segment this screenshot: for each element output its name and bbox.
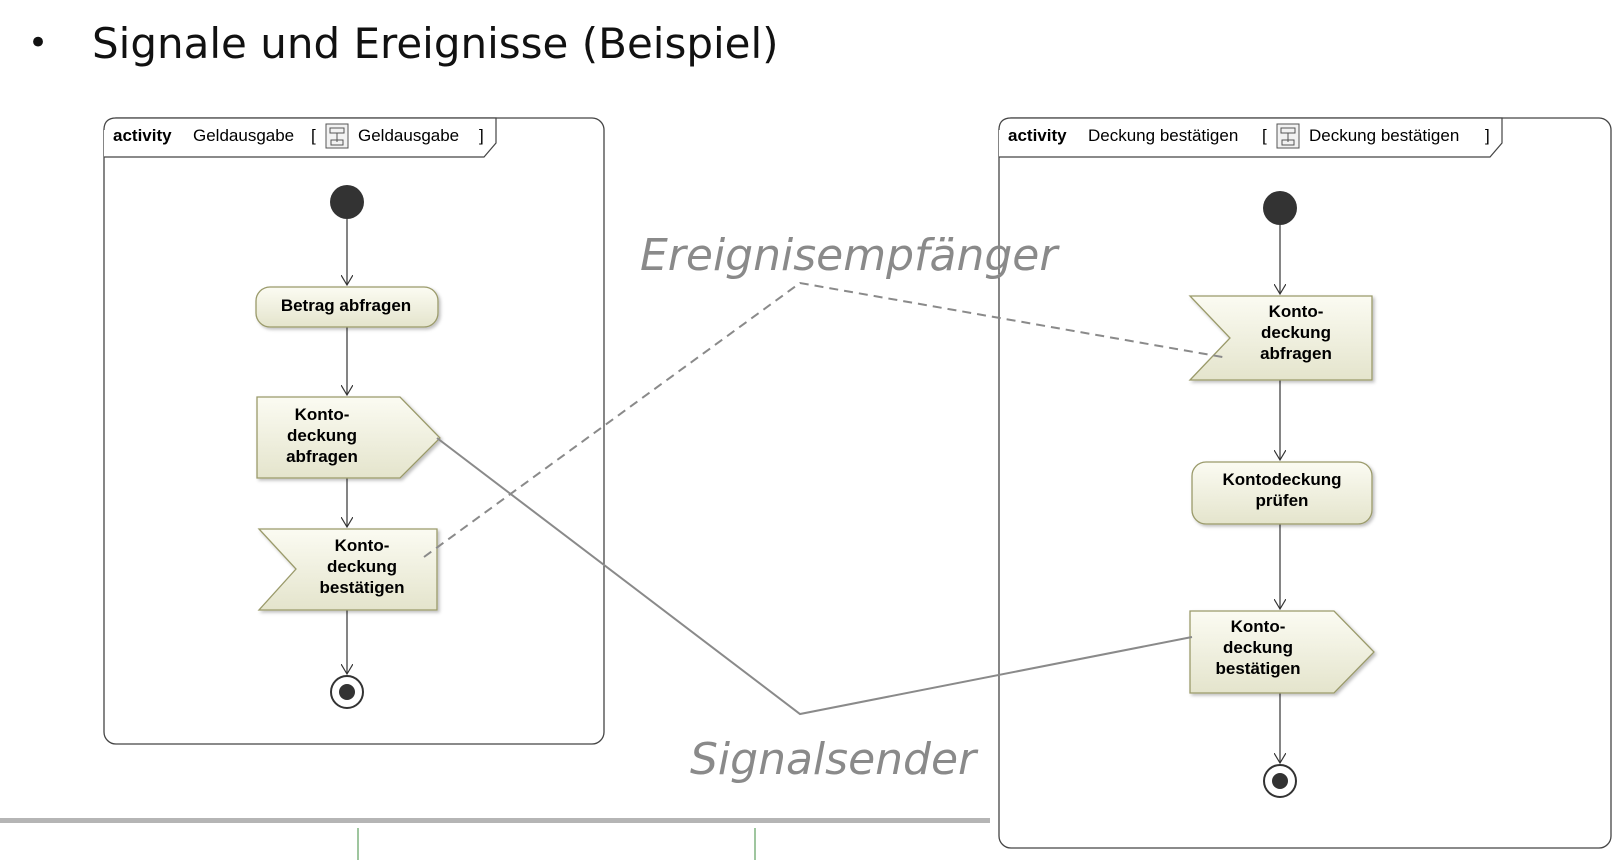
initial-node-icon: [1263, 191, 1297, 225]
event-label-line1: Konto-: [1269, 302, 1324, 321]
action-label: Betrag abfragen: [281, 296, 411, 315]
action-betrag-abfragen: Betrag abfragen: [255, 286, 439, 328]
sender-connector: [436, 437, 1193, 716]
bracket-open: [: [1262, 126, 1267, 145]
bracket-name: Deckung bestätigen: [1309, 126, 1459, 145]
activity-keyword: activity: [113, 126, 172, 145]
final-node-icon: [1263, 764, 1297, 798]
accept-event-kontodeckung-abfragen: Konto- deckung abfragen: [1188, 295, 1373, 381]
activity-diagram-icon: [325, 123, 349, 149]
receiver-connector-dashed: [423, 281, 1229, 558]
event-label-line2: deckung: [327, 557, 397, 576]
event-label-line3: abfragen: [1260, 344, 1332, 363]
send-signal-kontodeckung-bestaetigen: Konto- deckung bestätigen: [1189, 610, 1375, 694]
activity-keyword: activity: [1008, 126, 1067, 145]
signal-label-line3: abfragen: [286, 447, 358, 466]
initial-node-icon: [330, 185, 364, 219]
slide-footer: [0, 818, 990, 860]
bullet-icon: •: [28, 23, 49, 63]
signal-label-line1: Konto-: [295, 405, 350, 424]
bracket-name: Geldausgabe: [358, 126, 459, 145]
final-node-icon: [330, 675, 364, 709]
sender-annotation: Signalsender: [690, 734, 979, 785]
event-label-line3: bestätigen: [319, 578, 404, 597]
receiver-annotation: Ereignisempfänger: [640, 230, 1060, 281]
signal-label-line2: deckung: [1223, 638, 1293, 657]
bracket-close: ]: [479, 126, 484, 145]
accept-event-kontodeckung-bestaetigen: Konto- deckung bestätigen: [257, 528, 438, 611]
action-label-line2: prüfen: [1256, 491, 1309, 510]
slide-title-text: Signale und Ereignisse (Beispiel): [92, 18, 779, 68]
activity-name: Geldausgabe: [193, 126, 294, 145]
slide-title: • Signale und Ereignisse (Beispiel): [28, 8, 779, 78]
activity-name: Deckung bestätigen: [1088, 126, 1238, 145]
event-label-line1: Konto-: [335, 536, 390, 555]
activity-diagram-icon: [1276, 123, 1300, 149]
bracket-open: [: [311, 126, 316, 145]
event-label-line2: deckung: [1261, 323, 1331, 342]
signal-label-line3: bestätigen: [1215, 659, 1300, 678]
signal-label-line2: deckung: [287, 426, 357, 445]
action-kontodeckung-pruefen: Kontodeckung prüfen: [1191, 461, 1373, 525]
bracket-close: ]: [1485, 126, 1490, 145]
action-label-line1: Kontodeckung: [1223, 470, 1342, 489]
send-signal-kontodeckung-abfragen: Konto- deckung abfragen: [256, 396, 441, 479]
signal-label-line1: Konto-: [1231, 617, 1286, 636]
